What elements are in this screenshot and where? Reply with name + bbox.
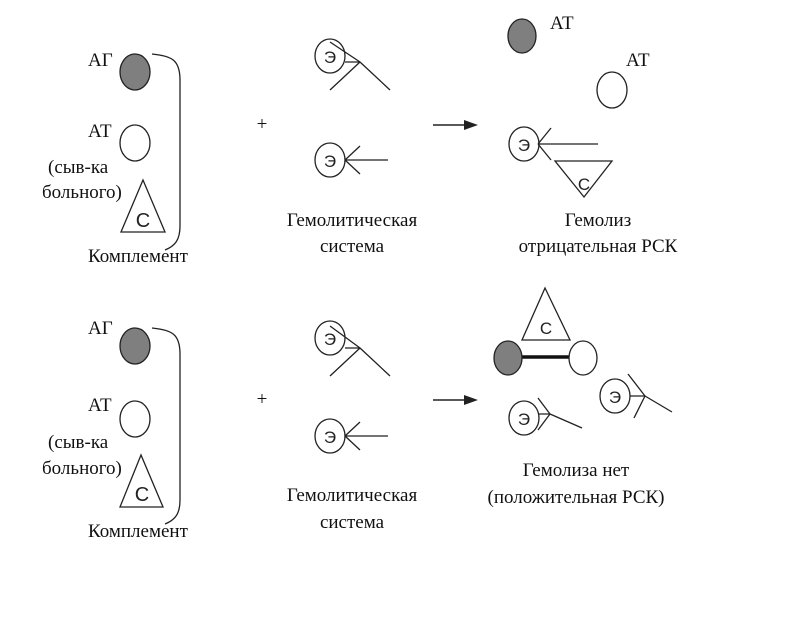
- complement-triangle: [120, 178, 166, 233]
- label-serum-line2: больного): [42, 458, 122, 479]
- antibody-circle: [568, 340, 598, 376]
- erythrocyte-letter: Э: [609, 388, 621, 407]
- hemo-system-line2: система: [320, 512, 385, 533]
- bracket: [151, 327, 181, 525]
- reagents-group: АГ АТ (сыв-ка больного) С Комплемент: [42, 50, 189, 267]
- label-at: АТ: [88, 395, 112, 416]
- plus-sign: +: [257, 389, 268, 410]
- complement-triangle: [553, 160, 614, 199]
- complement-triangle: [119, 453, 164, 508]
- reagents-group: АГ АТ (сыв-ка больного) С Комплемент: [42, 318, 189, 542]
- erythrocyte-letter: Э: [324, 48, 336, 67]
- antibody-circle: [119, 124, 151, 162]
- erythrocyte-letter: Э: [324, 428, 336, 447]
- erythrocyte-letter: Э: [518, 410, 530, 429]
- hemolysin-antibody: [627, 373, 673, 419]
- label-ag: АГ: [88, 50, 113, 71]
- complement-letter: С: [578, 175, 590, 194]
- row-positive: АГ АТ (сыв-ка больного) С Комплемент + Э…: [42, 286, 673, 542]
- plus-sign: +: [257, 114, 268, 135]
- label-serum-line2: больного): [42, 182, 122, 203]
- hemolysin-antibody: [344, 145, 388, 175]
- row-negative: АГ АТ (сыв-ка больного) С Комплемент + Э…: [42, 13, 678, 267]
- label-at: АТ: [88, 121, 112, 142]
- label-complement: Комплемент: [88, 246, 189, 267]
- reaction-arrow: [433, 395, 478, 405]
- result-positive-group: С Э Э Гемолиза нет (положительная РСК): [488, 286, 673, 508]
- antibody-circle: [596, 71, 628, 109]
- label-complement: Комплемент: [88, 521, 189, 542]
- erythrocyte-circle: [314, 320, 346, 356]
- erythrocyte-letter: Э: [324, 152, 336, 171]
- complement-letter: С: [135, 484, 149, 506]
- erythrocyte-circle: [508, 400, 540, 436]
- result-positive-line2: (положительная РСК): [488, 487, 665, 508]
- hemolysin-antibody: [344, 421, 388, 451]
- label-ag: АГ: [88, 318, 113, 339]
- antigen-circle: [119, 327, 151, 365]
- hemo-system-line2: система: [320, 236, 385, 257]
- result-positive-line1: Гемолиза нет: [523, 460, 630, 481]
- reaction-arrow: [433, 120, 478, 130]
- label-serum-line1: (сыв-ка: [48, 157, 109, 178]
- complement-letter: С: [136, 210, 150, 232]
- hemolysin-antibody: [329, 325, 391, 377]
- hemolytic-system: Э Э Гемолитическая система: [287, 38, 418, 257]
- result-negative-line2: отрицательная РСК: [519, 236, 678, 257]
- result-negative-group: АТ АТ Э С Гемолиз отрицательная РСК: [507, 13, 678, 257]
- complement-letter: С: [540, 319, 552, 338]
- antigen-circle: [507, 18, 537, 54]
- antibody-circle: [119, 400, 151, 438]
- bracket: [151, 53, 181, 251]
- hemo-system-line1: Гемолитическая: [287, 485, 418, 506]
- label-at: АТ: [626, 50, 650, 71]
- complement-triangle: [521, 286, 572, 341]
- hemolysin-antibody: [537, 127, 598, 161]
- hemolysin-antibody: [329, 41, 391, 91]
- result-negative-line1: Гемолиз: [565, 210, 631, 231]
- antigen-circle: [493, 340, 523, 376]
- hemo-system-line1: Гемолитическая: [287, 210, 418, 231]
- hemolytic-system: Э Э Гемолитическая система: [287, 320, 418, 533]
- erythrocyte-letter: Э: [324, 330, 336, 349]
- hemolysin-antibody: [537, 397, 583, 431]
- label-serum-line1: (сыв-ка: [48, 432, 109, 453]
- erythrocyte-letter: Э: [518, 136, 530, 155]
- label-at: АТ: [550, 13, 574, 34]
- antigen-circle: [119, 53, 151, 91]
